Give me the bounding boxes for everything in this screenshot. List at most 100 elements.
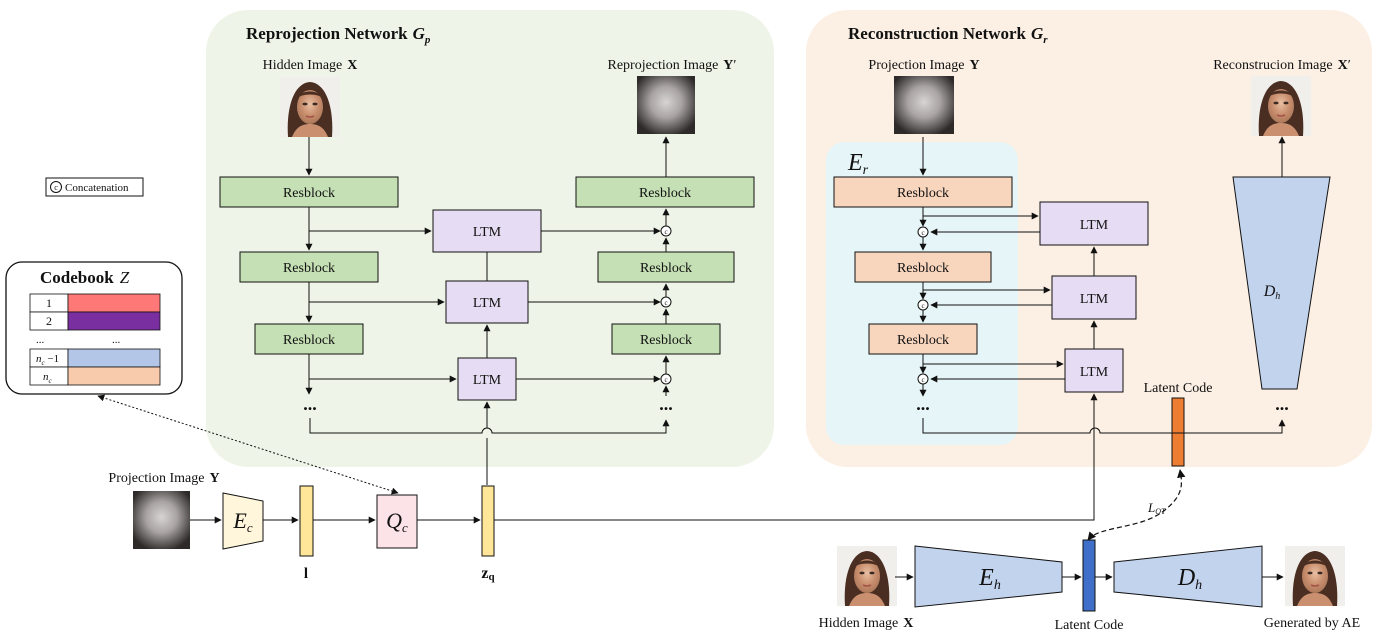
quantized-vector-zq (481, 485, 495, 557)
svg-text:LTM: LTM (1080, 292, 1109, 307)
decoder-dh-autoencoder: Dh (1113, 545, 1263, 608)
svg-text:Resblock: Resblock (283, 333, 335, 348)
reproj-connectors (305, 136, 670, 485)
svg-text:c: c (54, 183, 58, 192)
svg-text:Ec: Ec (232, 508, 252, 535)
latent-vector-l (299, 485, 314, 557)
svg-text:...: ... (112, 334, 121, 346)
svg-text:c: c (921, 229, 924, 237)
svg-text:nc: nc (43, 371, 53, 385)
svg-text:Dh: Dh (1177, 565, 1202, 593)
svg-text:Resblock: Resblock (897, 261, 949, 276)
codebook-row-nc-minus-1-vector (67, 348, 161, 368)
svg-text:LTM: LTM (473, 373, 502, 388)
recon-ltm-2: LTM (1051, 275, 1137, 320)
svg-text:2: 2 (46, 314, 52, 328)
svg-text:nc −1: nc −1 (36, 353, 59, 367)
reproj-ltm-3: LTM (457, 357, 517, 401)
reproj-ltm-1: LTM (432, 209, 542, 253)
reproj-resblock-1: Resblock (219, 176, 399, 208)
reproj-resblock-3: Resblock (254, 323, 364, 355)
svg-text:Resblock: Resblock (897, 186, 949, 201)
svg-text:LTM: LTM (473, 296, 502, 311)
svg-text:1: 1 (46, 296, 52, 310)
concat-legend: c Concatenation (45, 177, 144, 197)
latent-code-bar-orange (1171, 397, 1185, 467)
reproj-ltm-2: LTM (445, 280, 529, 324)
recon-resblock-2: Resblock (854, 251, 992, 283)
reproj-concat-1: c (660, 225, 672, 237)
ae-generated-image-thumbnail (1284, 545, 1346, 607)
svg-text:Eh: Eh (978, 565, 1001, 593)
svg-text:c: c (664, 299, 667, 307)
reprojection-output-thumbnail (637, 76, 695, 134)
recon-ltm-1: LTM (1039, 201, 1149, 246)
hidden-image-thumbnail (279, 76, 341, 138)
reproj-resblock-6: Resblock (611, 323, 721, 355)
codebook-row-1-vector (67, 293, 161, 313)
encoder-eh: Eh (914, 545, 1063, 608)
ot-loss-label: LOT (1147, 500, 1166, 516)
bottom-projection-thumbnail (133, 491, 190, 549)
concat-legend-label: Concatenation (65, 182, 129, 194)
svg-text:Resblock: Resblock (640, 333, 692, 348)
latent-code-label-top: Latent Code (1144, 381, 1213, 396)
reproj-resblock-2: Resblock (239, 251, 379, 283)
svg-text:Resblock: Resblock (283, 186, 335, 201)
svg-text:Resblock: Resblock (639, 186, 691, 201)
quantizer-qc: Qc (376, 494, 418, 549)
recon-concat-3: c (917, 373, 929, 385)
reproj-resblock-5: Resblock (597, 251, 735, 283)
svg-text:LTM: LTM (473, 225, 502, 240)
svg-text:LTM: LTM (1080, 365, 1109, 380)
recon-resblock-1: Resblock (833, 176, 1013, 208)
svg-text:...: ... (36, 334, 45, 346)
decoder-ellipsis: ... (1275, 394, 1289, 414)
decoder-dh-reconstruction: Dh (1232, 176, 1331, 390)
reconstruction-input-thumbnail (894, 76, 954, 134)
svg-text:c: c (921, 302, 924, 310)
svg-text:Qc: Qc (386, 508, 408, 535)
svg-text:Dh: Dh (1263, 283, 1281, 302)
svg-text:LTM: LTM (1080, 218, 1109, 233)
recon-concat-1: c (917, 226, 929, 238)
ae-latent-code-label: Latent Code (1055, 618, 1124, 633)
codebook-row-2-vector (67, 311, 161, 331)
codebook-to-quantizer-link (97, 394, 399, 495)
quantized-vector-zq-label: zq (481, 565, 495, 583)
reproj-concat-2: c (660, 296, 672, 308)
ae-generated-label: Generated by AE (1264, 616, 1360, 631)
latent-code-bar-blue (1082, 539, 1096, 612)
encoder-ec: Ec (222, 492, 264, 550)
encoder-er-label: Er (847, 150, 869, 178)
svg-text:c: c (664, 228, 667, 236)
svg-text:c: c (664, 376, 667, 384)
recon-ltm-3: LTM (1064, 348, 1124, 393)
svg-text:Resblock: Resblock (283, 261, 335, 276)
reproj-ellipsis-left: ... (303, 394, 317, 414)
ae-hidden-image-thumbnail (836, 545, 898, 607)
recon-resblock-3: Resblock (868, 323, 978, 355)
svg-text:c: c (921, 376, 924, 384)
reconstruction-output-thumbnail (1250, 75, 1312, 137)
recon-concat-2: c (917, 299, 929, 311)
ot-loss-link (1087, 469, 1186, 541)
latent-vector-l-label: l (304, 566, 308, 582)
reproj-resblock-4: Resblock (575, 176, 755, 208)
recon-ellipsis-left: ... (916, 394, 930, 414)
svg-text:Resblock: Resblock (640, 261, 692, 276)
reproj-ellipsis-right: ... (659, 394, 673, 414)
recon-connectors (919, 136, 1286, 438)
codebook-row-nc-vector (67, 366, 161, 386)
reproj-concat-3: c (660, 373, 672, 385)
